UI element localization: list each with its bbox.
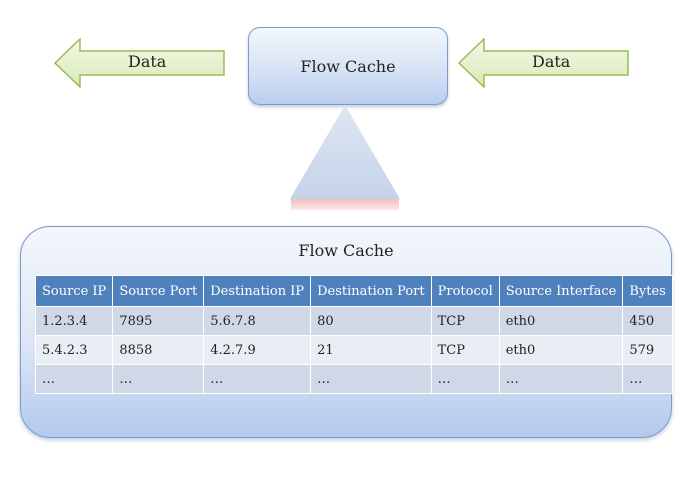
table-cell: 4.2.7.9: [203, 335, 312, 365]
table-cell: TCP: [430, 306, 500, 336]
zoom-triangle: [288, 103, 402, 219]
table-cell: eth0: [498, 306, 624, 336]
table-cell: 1.2.3.4: [34, 306, 114, 336]
column-header: Source IP: [34, 275, 114, 307]
column-header: Source Interface: [498, 275, 624, 307]
table-cell: 5.6.7.8: [203, 306, 312, 336]
table-header-row: Source IP Source Port Destination IP Des…: [34, 275, 673, 307]
flow-cache-table: Source IP Source Port Destination IP Des…: [34, 275, 673, 394]
flow-cache-box: Flow Cache: [248, 27, 448, 105]
left-arrow-label: Data: [128, 52, 167, 71]
table-cell: …: [430, 364, 500, 394]
table-cell: …: [203, 364, 312, 394]
table-cell: …: [622, 364, 673, 394]
table-cell: 7895: [112, 306, 205, 336]
table-cell: 579: [622, 335, 673, 365]
table-cell: …: [112, 364, 205, 394]
table-cell: …: [310, 364, 432, 394]
table-row: 1.2.3.4 7895 5.6.7.8 80 TCP eth0 450: [34, 306, 673, 336]
table-cell: eth0: [498, 335, 624, 365]
table-row: 5.4.2.3 8858 4.2.7.9 21 TCP eth0 579: [34, 335, 673, 365]
column-header: Source Port: [112, 275, 205, 307]
right-arrow-label: Data: [532, 52, 571, 71]
left-data-arrow: Data: [54, 38, 226, 88]
panel-title: Flow Cache: [298, 241, 394, 260]
table-cell: …: [498, 364, 624, 394]
column-header: Protocol: [430, 275, 500, 307]
table-cell: TCP: [430, 335, 500, 365]
flow-cache-panel: Flow Cache Source IP Source Port Destina…: [20, 226, 673, 438]
table-cell: …: [34, 364, 114, 394]
flow-cache-box-label: Flow Cache: [300, 56, 396, 76]
column-header: Destination IP: [203, 275, 312, 307]
column-header: Bytes: [622, 275, 673, 307]
triangle-icon: [290, 105, 400, 210]
table-cell: 8858: [112, 335, 205, 365]
table-cell: 450: [622, 306, 673, 336]
table-row: … … … … … … …: [34, 364, 673, 394]
left-arrow-icon: [54, 38, 225, 88]
right-data-arrow: Data: [458, 38, 630, 88]
table-cell: 5.4.2.3: [34, 335, 114, 365]
table-cell: 21: [310, 335, 432, 365]
right-arrow-icon: [458, 38, 629, 88]
table-cell: 80: [310, 306, 432, 336]
column-header: Destination Port: [310, 275, 432, 307]
